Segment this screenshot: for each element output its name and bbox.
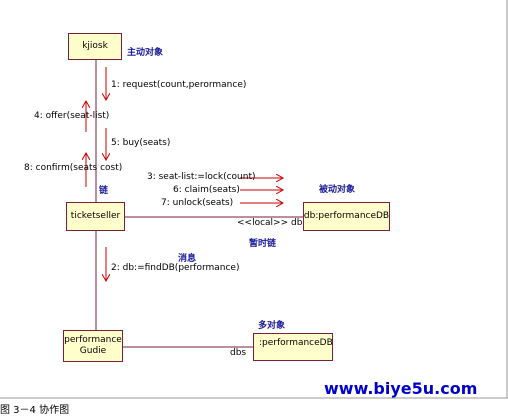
figure-caption: 图 3－4 协作图 [0,405,70,416]
object-performance-guide-line1: performance [64,335,122,345]
message-7-label: 7: unlock(seats) [161,198,234,208]
annotation-temporary-link: 暂时链 [249,239,277,249]
message-3-label: 3: seat-list:=lock(count) [147,172,256,182]
annotation-active-object: 主动对象 [127,48,164,58]
message-2-label: 2: db:=findDB(performance) [111,263,240,273]
annotation-link: 链 [99,186,109,196]
object-performance-guide-line2: Gudie [79,346,107,356]
object-performance-guide: performance Gudie [63,330,123,362]
message-6-label: 6: claim(seats) [173,185,240,195]
link-dbs-label: dbs [230,348,247,358]
object-ticketseller-label: ticketseller [70,211,121,221]
message-1-label: 1: request(count,perormance) [111,80,247,90]
message-8-label: 8: confirm(seats cost) [24,163,123,173]
object-kjiosk: kjiosk [68,33,122,60]
annotation-message: 消息 [178,254,197,264]
object-ticketseller: ticketseller [66,202,125,231]
object-db-performancedb: db:performanceDB [303,202,390,231]
object-multi-performancedb-label: :performanceDB [259,338,333,348]
message-4-label: 4: offer(seat-list) [34,111,110,121]
link-local-db-label: <<local>> db [237,218,303,228]
object-kjiosk-label: kjiosk [82,41,108,51]
annotation-multi-object: 多对象 [258,321,286,331]
watermark-text: www.biye5u.com [324,379,478,398]
annotation-passive-object: 被动对象 [319,185,356,195]
object-db-performancedb-label: db:performanceDB [303,211,390,221]
message-5-label: 5: buy(seats) [111,138,171,148]
object-multi-performancedb: :performanceDB [253,333,333,361]
